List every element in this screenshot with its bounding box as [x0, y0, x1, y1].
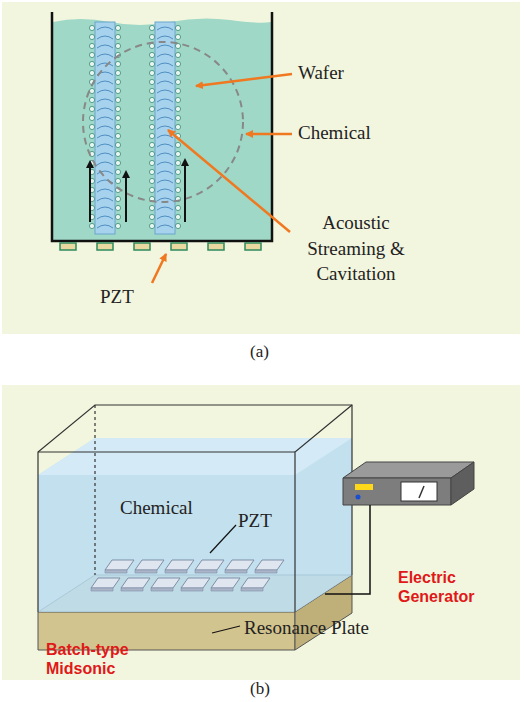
- part-label: Resonance Plate: [244, 615, 369, 641]
- streaming-arrows: [90, 160, 185, 222]
- leader-line: [212, 626, 240, 633]
- title-label: Electric Generator: [398, 568, 488, 606]
- leader-line: [210, 525, 236, 553]
- leader-lines: [152, 74, 292, 283]
- part-label: Acoustic Streaming & Cavitation: [292, 210, 420, 287]
- tank-wall: [52, 12, 272, 241]
- chemical-liquid: [38, 438, 352, 612]
- part-label: PZT: [100, 284, 134, 310]
- chemical-liquid: [53, 18, 271, 240]
- part-label: Wafer: [298, 60, 344, 86]
- cable: [325, 505, 370, 594]
- part-label: Chemical: [298, 120, 371, 146]
- panel-caption: (a): [250, 341, 269, 364]
- panel-a-ground: [2, 2, 520, 334]
- pzt-elements: [60, 243, 261, 250]
- part-label: PZT: [238, 508, 272, 534]
- title-label: Batch-type Midsonic: [46, 640, 146, 678]
- panel-b-ground: [2, 385, 520, 680]
- panel-caption: (b): [250, 678, 270, 701]
- streaming-region: [83, 42, 243, 202]
- part-label: Chemical: [120, 495, 193, 521]
- electric-generator: [343, 462, 474, 505]
- tank-edges: [38, 405, 352, 612]
- pzt-elements: [91, 560, 284, 591]
